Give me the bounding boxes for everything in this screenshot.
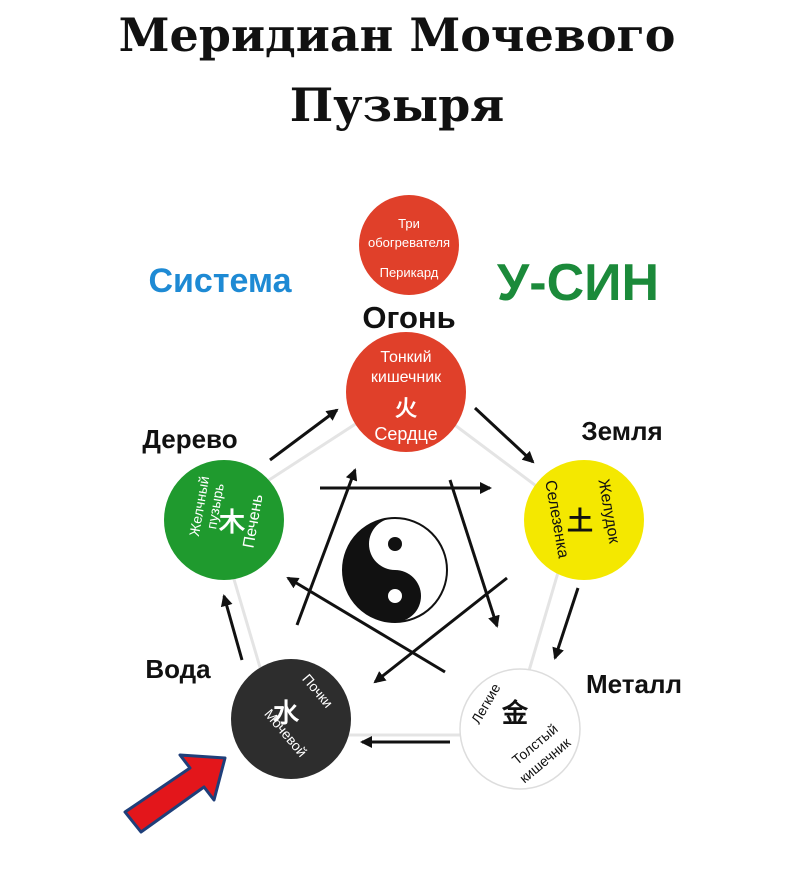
outer-arrows	[220, 406, 580, 748]
arrow-earth-water	[373, 576, 508, 684]
fire-symbol: 火	[395, 396, 417, 421]
yin-yang-icon	[342, 517, 448, 623]
fire-line-3: Сердце	[374, 424, 437, 444]
arrow-wood-fire	[269, 408, 339, 462]
wood-label: Дерево	[142, 424, 237, 454]
fire-label: Огонь	[362, 300, 455, 335]
pericardium-circle: Три обогревателя Перикард	[359, 195, 459, 295]
arrow-metal-wood	[286, 576, 446, 674]
wood-circle: Желчный пузырь 木 Печень	[164, 460, 284, 580]
arrow-water-fire	[295, 468, 358, 626]
arrow-fire-metal	[448, 479, 500, 628]
fire-line-2: кишечник	[371, 369, 442, 386]
title-line-1: Меридиан Мочевого	[118, 8, 676, 62]
pericardium-line-3: Перикард	[380, 265, 439, 280]
metal-label: Металл	[586, 669, 682, 699]
metal-circle: Легкие 金 Толстый кишечник	[459, 668, 581, 790]
arrow-water-wood	[220, 594, 244, 661]
title-line-2: Пузыря	[289, 78, 505, 132]
water-label: Вода	[145, 654, 211, 684]
pericardium-line-2: обогревателя	[368, 235, 450, 250]
water-symbol: 水	[273, 698, 300, 728]
fire-line-1: Тонкий	[380, 349, 431, 366]
arrow-earth-metal	[552, 587, 580, 660]
fire-circle: Тонкий кишечник 火 Сердце	[346, 332, 466, 452]
earth-label: Земля	[581, 416, 662, 446]
wood-symbol: 木	[218, 507, 245, 537]
metal-symbol: 金	[501, 698, 529, 728]
earth-symbol: 土	[567, 506, 593, 536]
water-circle: Почки Мочевой 水	[231, 659, 351, 779]
wood-line-2: пузырь	[203, 482, 227, 530]
usin-label: У-СИН	[497, 254, 659, 312]
inner-star-arrows	[286, 468, 508, 684]
pericardium-line-1: Три	[398, 216, 420, 231]
red-pointer-arrow-icon	[123, 753, 227, 834]
earth-circle: Желудок Селезенка 土	[524, 460, 644, 580]
arrow-fire-earth	[473, 406, 535, 464]
system-label: Система	[148, 262, 292, 300]
